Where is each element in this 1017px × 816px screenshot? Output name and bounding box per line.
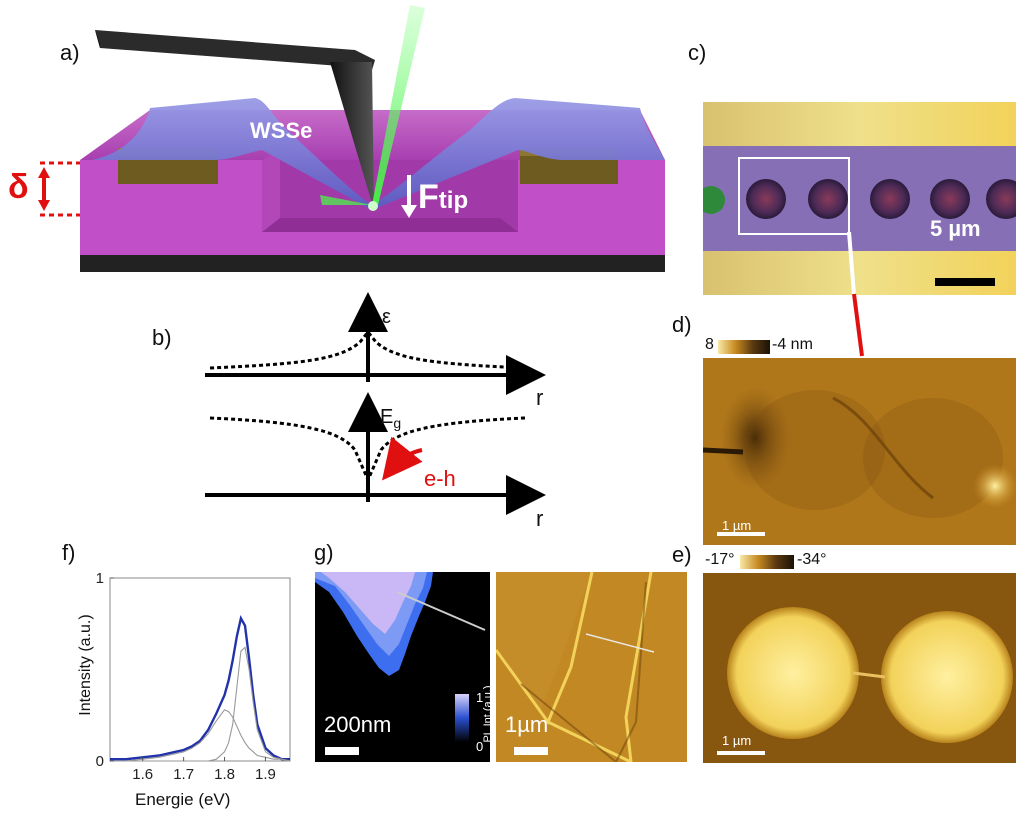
zoom-box [738, 157, 850, 235]
scale-bar-d [717, 532, 765, 536]
panel-a-schematic [38, 5, 665, 272]
hole [746, 179, 786, 219]
series-line-2 [110, 709, 291, 762]
delta-symbol: δ [8, 168, 29, 206]
colorbar-d [718, 340, 770, 354]
colorbar-e [740, 555, 794, 569]
force-label: Ftip [418, 178, 468, 217]
series-line-1 [110, 646, 291, 762]
strain-curve [209, 329, 526, 370]
g-colorbar-max: 1 [476, 690, 484, 705]
eh-arrow [381, 436, 423, 481]
scale-bar-g-left [325, 747, 359, 755]
panel-a-label: a) [60, 40, 80, 65]
panel-g-afm-image [496, 572, 687, 762]
eh-label: e-h [424, 466, 456, 491]
scale-bar-g-right [514, 747, 548, 755]
panel-e-afm-phase-image [703, 573, 1016, 763]
x-tick-label: 1.6 [132, 766, 153, 783]
colorbar-g [455, 694, 469, 742]
scale-text-g-left: 200nm [324, 712, 392, 737]
scale-text-g-right: 1µm [505, 712, 549, 737]
x-tick-label: 1.9 [255, 766, 276, 783]
colorbar-d-min: -4 nm [772, 336, 813, 353]
hole [808, 179, 848, 219]
colorbar-e-max: -17° [705, 551, 735, 568]
hole [986, 179, 1016, 219]
x-tick-label: 1.7 [173, 766, 194, 783]
scale-text-e: 1 µm [722, 733, 752, 748]
panel-c-label: c) [688, 40, 707, 65]
panel-g-label: g) [314, 540, 334, 565]
eg-symbol: E [380, 406, 394, 428]
series-line-0 [110, 614, 290, 761]
scale-bar-c [935, 278, 995, 286]
force-arrow [401, 175, 417, 218]
y-tick-label: 0 [96, 753, 104, 770]
eg-subscript: g [393, 415, 402, 431]
force-symbol: F [418, 178, 439, 216]
panel-g-pl-map [315, 572, 490, 762]
panel-c-optical-image [703, 102, 1016, 295]
laser-beam-incoming [372, 5, 425, 205]
hole [930, 179, 970, 219]
plot-frame [109, 577, 291, 762]
laser-beam-side [320, 195, 372, 205]
eg-label: Eg [380, 406, 401, 431]
scale-text-d: 1 µm [722, 518, 752, 533]
afm-tip [330, 62, 374, 210]
f-xlabel: Energie (eV) [135, 790, 231, 809]
force-subscript: tip [438, 187, 469, 214]
membrane-disk [727, 607, 859, 739]
panel-f-chart: 1.6 1.7 1.8 1.9 0 1 [96, 570, 291, 783]
y-tick-label: 1 [96, 570, 104, 587]
g-colorbar-min: 0 [476, 739, 484, 754]
panel-d-label: d) [672, 312, 692, 337]
panel-b-label: b) [152, 325, 172, 350]
colorbar-d-max: 8 [705, 336, 714, 353]
panel-f-label: f) [62, 540, 76, 565]
r-label-bottom: r [536, 506, 544, 531]
wsse-label: WSSe [250, 118, 313, 143]
membrane-disk [881, 611, 1013, 743]
membrane-wsse [92, 98, 665, 210]
g-colorbar-label: PL Int.(a.u.) [482, 685, 494, 743]
zoom-connector [847, 232, 864, 357]
panel-b-diagram [205, 292, 546, 515]
afm-cantilever [95, 30, 375, 70]
panel-e-label: e) [672, 542, 692, 567]
panel-d-afm-image [703, 358, 1016, 545]
r-label-top: r [536, 385, 544, 410]
delta-arrow [38, 167, 50, 211]
bandgap-curve [209, 416, 526, 484]
hole [870, 179, 910, 219]
scale-text-c: 5 µm [930, 216, 981, 241]
colorbar-e-min: -34° [797, 551, 827, 568]
scale-bar-e [717, 751, 765, 755]
epsilon-label: ε [382, 306, 391, 328]
x-tick-label: 1.8 [214, 766, 235, 783]
substrate-bottom-layer [80, 255, 665, 272]
